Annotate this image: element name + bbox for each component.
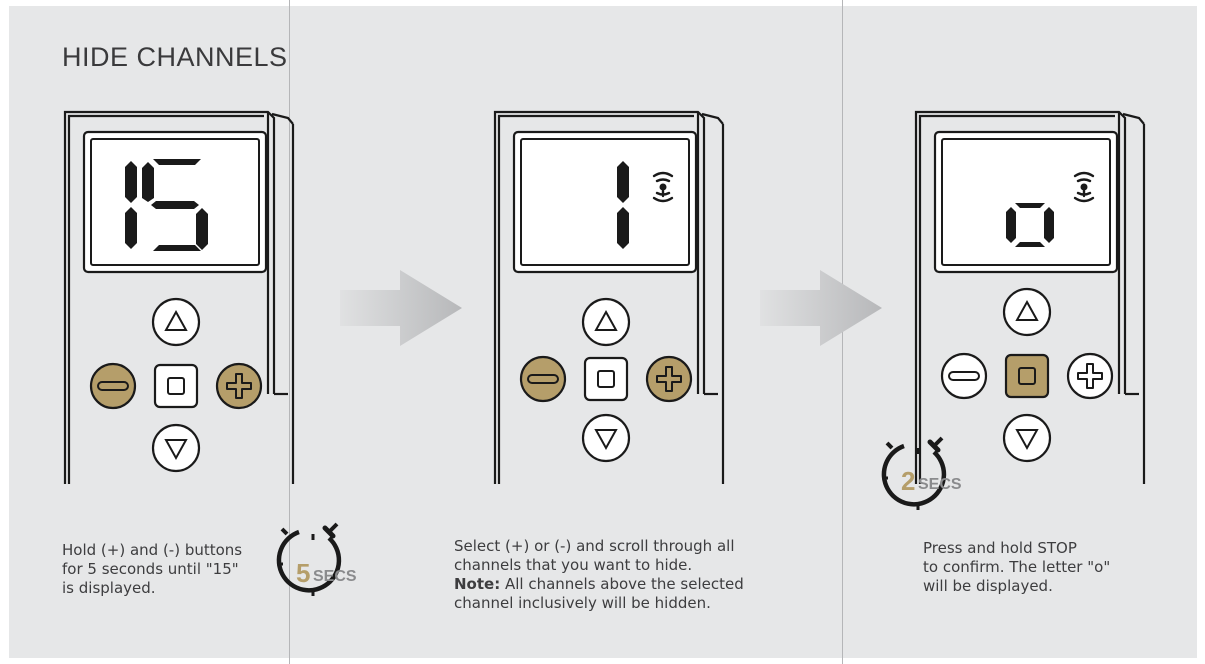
page-title: HIDE CHANNELS	[62, 42, 288, 72]
stopwatch-icon: 5 SECS	[276, 522, 357, 596]
stop-icon	[597, 370, 615, 388]
minus-icon	[97, 381, 129, 391]
note-line: Note: All channels above the selected	[454, 575, 744, 594]
button-up[interactable]	[581, 297, 631, 347]
caption-line: Press and hold STOP	[923, 539, 1077, 557]
button-plus[interactable]	[215, 362, 263, 410]
button-up[interactable]	[1002, 287, 1052, 337]
remote-body	[63, 110, 295, 484]
down-arrow-icon	[1015, 429, 1039, 451]
remote-step-2	[493, 110, 725, 484]
button-minus[interactable]	[89, 362, 137, 410]
caption-line: is displayed.	[62, 579, 156, 597]
right-arrow-icon	[760, 270, 882, 346]
remote-step-3	[914, 110, 1146, 484]
button-down[interactable]	[1002, 413, 1052, 463]
down-arrow-icon	[164, 439, 188, 461]
stopwatch-icon: 2 SECS	[881, 436, 962, 510]
stop-icon	[1018, 367, 1036, 385]
caption-line: to confirm. The letter "o"	[923, 558, 1111, 576]
caption-line: will be displayed.	[923, 577, 1053, 595]
plus-icon	[226, 373, 252, 399]
lcd-letter	[1006, 203, 1054, 247]
lcd-digits	[125, 159, 208, 251]
caption-step-2: Select (+) or (-) and scroll through all…	[454, 537, 744, 613]
note-text: All channels above the selected	[500, 575, 744, 593]
button-stop[interactable]	[153, 363, 199, 409]
remote-step-1	[63, 110, 295, 484]
button-up[interactable]	[151, 297, 201, 347]
timer-value: 5	[296, 558, 310, 588]
button-plus[interactable]	[1066, 352, 1114, 400]
right-arrow-icon	[340, 270, 462, 346]
lcd-display	[933, 130, 1119, 274]
button-down[interactable]	[151, 423, 201, 473]
timer-unit: SECS	[918, 476, 962, 493]
caption-line: Hold (+) and (-) buttons	[62, 541, 243, 559]
button-plus[interactable]	[645, 355, 693, 403]
minus-icon	[948, 371, 980, 381]
stop-icon	[167, 377, 185, 395]
signal-icon	[1073, 171, 1095, 203]
plus-icon	[1077, 363, 1103, 389]
signal-icon	[652, 171, 674, 203]
timer-value: 2	[901, 466, 915, 496]
caption-line: for 5 seconds until "15"	[62, 560, 239, 578]
lcd-digits	[617, 161, 629, 249]
up-arrow-icon	[1015, 299, 1039, 321]
caption-line: channel inclusively will be hidden.	[454, 594, 711, 612]
divider-left	[289, 0, 290, 664]
caption-line: channels that you want to hide.	[454, 556, 693, 574]
note-label: Note:	[454, 575, 501, 593]
caption-step-1: Hold (+) and (-) buttons for 5 seconds u…	[62, 541, 242, 598]
lcd-display	[512, 130, 698, 274]
button-down[interactable]	[581, 413, 631, 463]
caption-step-3: Press and hold STOP to confirm. The lett…	[923, 539, 1110, 596]
up-arrow-icon	[164, 309, 188, 331]
button-stop[interactable]	[583, 356, 629, 402]
down-arrow-icon	[594, 429, 618, 451]
button-stop[interactable]	[1004, 353, 1050, 399]
button-minus[interactable]	[519, 355, 567, 403]
button-minus[interactable]	[940, 352, 988, 400]
plus-icon	[656, 366, 682, 392]
remote-body	[493, 110, 725, 484]
up-arrow-icon	[594, 309, 618, 331]
minus-icon	[527, 374, 559, 384]
timer-unit: SECS	[313, 568, 357, 585]
caption-line: Select (+) or (-) and scroll through all	[454, 537, 735, 555]
remote-body	[914, 110, 1146, 484]
